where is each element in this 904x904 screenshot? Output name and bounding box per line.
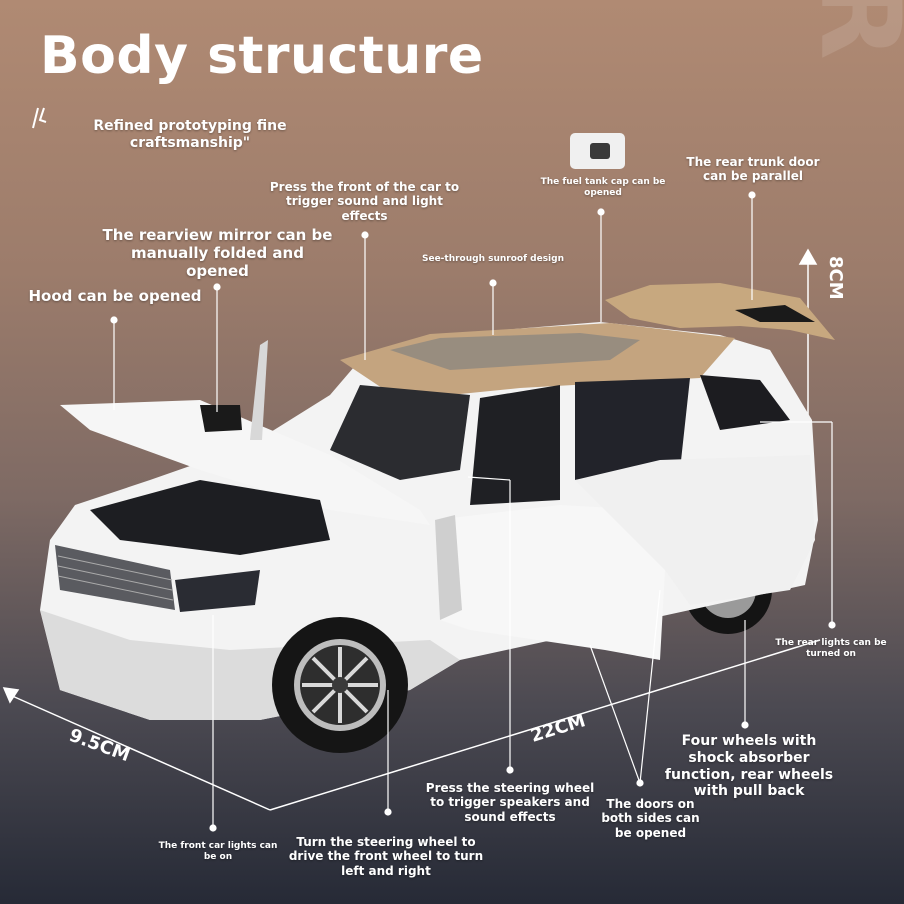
fuel-cap-thumbnail (570, 133, 625, 169)
label-press-front: Press the front of the car to trigger so… (269, 180, 460, 223)
dimension-height: 8CM (825, 256, 846, 300)
front-wheel (272, 617, 408, 753)
label-hood: Hood can be opened (28, 287, 202, 305)
page-title: Body structure (40, 26, 484, 86)
label-rearview-mirror: The rearview mirror can be manually fold… (102, 226, 333, 280)
label-doors: The doors on both sides can be opened (601, 797, 700, 840)
callout-lines (110, 191, 836, 832)
car-body (40, 283, 835, 720)
label-steering-turn: Turn the steering wheel to drive the fro… (288, 835, 484, 878)
label-four-wheels: Four wheels with shock absorber function… (664, 733, 834, 800)
label-rear-lights: The rear lights can be turned on (775, 638, 887, 659)
label-sunroof: See-through sunroof design (421, 254, 564, 264)
label-refined: Refined prototyping fine craftsmanship" (93, 118, 287, 151)
label-rear-trunk: The rear trunk door can be parallel (686, 155, 820, 184)
label-steering-press: Press the steering wheel to trigger spea… (425, 781, 595, 824)
dimension-lines (2, 248, 821, 811)
label-fuel-cap: The fuel tank cap can be opened (540, 177, 666, 198)
quote-mark-icon (32, 107, 47, 129)
label-front-lights: The front car lights can be on (158, 841, 278, 862)
